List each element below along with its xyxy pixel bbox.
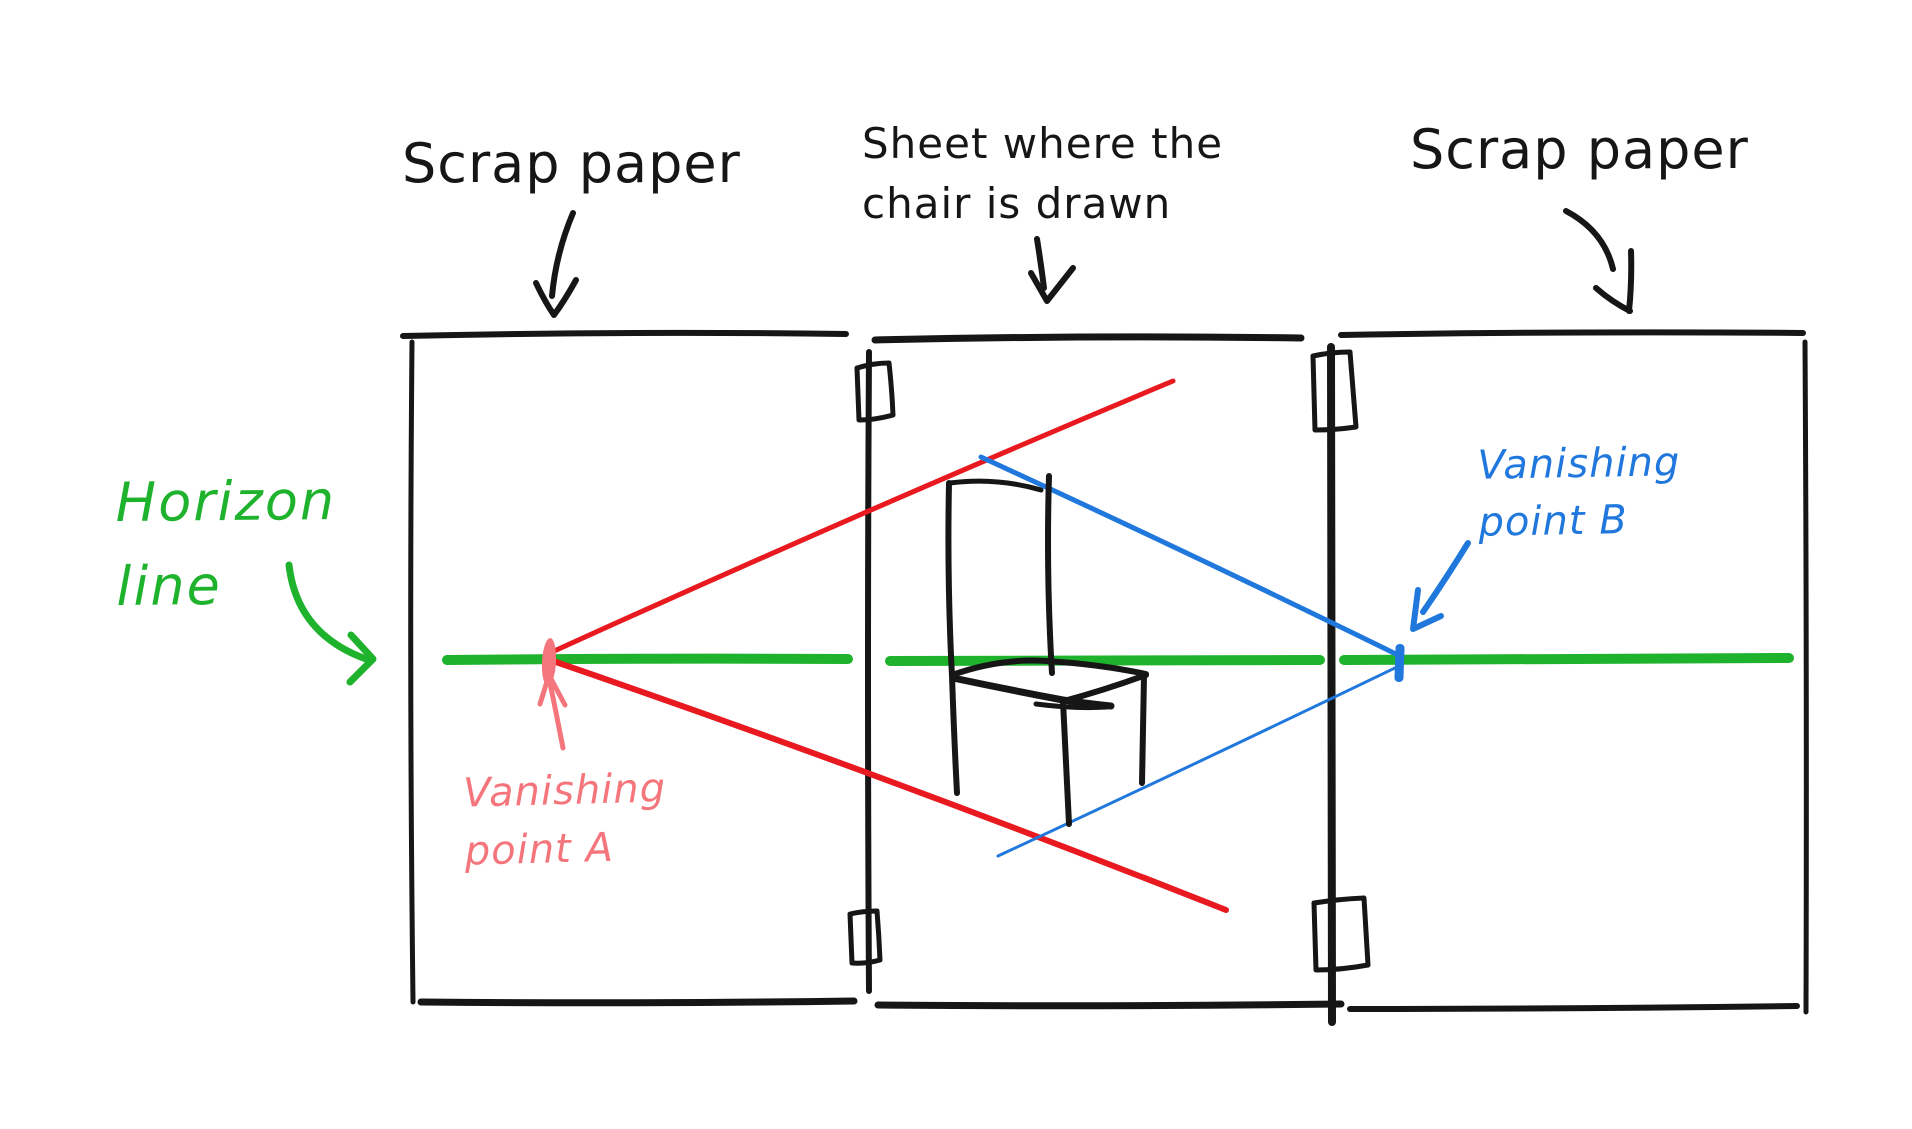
blue-perspective-rays [978,454,1401,858]
arrow-scrap-paper-right-shaft [1563,208,1616,272]
chair-sketch [945,473,1149,827]
chair-front-leg [1060,698,1072,827]
label-vanishing-a-line2: point A [464,824,615,875]
chair-top-rail [947,478,1044,493]
horizon-segment-middle [885,655,1325,666]
red-perspective-rays [549,378,1229,913]
arrow-horizon-label-shaft [285,561,370,663]
blue-ray-upper [978,454,1401,658]
label-scrap-paper-left: Scrap paper [402,132,741,195]
arrow-scrap-paper-right-head [1593,248,1635,314]
paper-right-outline [1338,329,1809,1015]
chair-right-leg [1139,673,1147,786]
paper-seam-left [865,349,872,994]
horizon-segment-right [1339,653,1794,665]
arrow-vanishing-a-shaft [546,675,566,751]
vanishing-point-a-tick [541,638,557,686]
label-vanishing-b-line2: point B [1478,497,1629,546]
vanishing-point-b-tick [1394,643,1405,682]
paper-left-left-edge [408,339,416,1005]
arrow-scrap-paper-right [1563,208,1635,314]
arrow-sheet-label-head [1028,265,1076,304]
label-horizon-line: Horizon line [115,459,337,629]
paper-left-outline [400,329,858,1007]
label-scrap-paper-left-text: Scrap paper [402,132,741,195]
chair-back-right-post [1045,473,1055,676]
arrow-sheet-label [1028,236,1076,304]
label-vanishing-point-a: Vanishing point A [463,759,669,880]
label-horizon-line1: Horizon [115,469,337,534]
paper-seam-right [1326,343,1336,1026]
blue-ray-lower [996,664,1401,858]
label-vanishing-b-line1: Vanishing [1477,439,1681,489]
tape-top-left-seam [854,360,896,423]
tape-bottom-right-seam [1311,895,1371,973]
arrow-sheet-label-shaft [1034,236,1047,291]
red-ray-upper [549,378,1176,655]
label-vanishing-a-line1: Vanishing [462,765,667,817]
label-sheet-line2: chair is drawn [862,179,1172,228]
paper-middle-outline [871,333,1345,1010]
paper-middle-top-edge [871,333,1305,344]
chair-seat-front-left-edge [949,674,1115,710]
label-horizon-line2: line [116,554,223,618]
label-sheet-where-chair: Sheet where the chair is drawn [862,114,1223,234]
paper-right-right-edge [1802,339,1809,1015]
arrow-vanishing-b-shaft [1420,540,1471,615]
label-vanishing-point-b: Vanishing point B [1477,434,1682,552]
chair-seat-front-right-edge [1061,672,1149,704]
paper-right-top-edge [1338,329,1806,338]
red-ray-lower [550,658,1229,913]
label-scrap-paper-right-text: Scrap paper [1410,118,1749,181]
horizon-segment-left [442,653,853,665]
arrow-vanishing-a-head [537,672,568,708]
paper-right-bottom-edge [1347,1003,1800,1012]
chair-back-left-post [945,480,960,796]
arrow-scrap-paper-left-shaft [549,210,576,299]
paper-left-bottom-edge [417,997,858,1007]
label-sheet-line1: Sheet where the [862,119,1224,168]
arrow-horizon-label-head [346,631,377,686]
arrow-vanishing-b-label [1410,540,1471,632]
tape-bottom-left-seam [847,908,883,966]
arrow-scrap-paper-left-head [533,277,579,318]
paper-left-top-edge [400,329,849,339]
arrow-vanishing-b-head [1410,587,1444,632]
arrow-scrap-paper-left [533,210,579,318]
horizon-line [442,653,1794,666]
arrow-horizon-label [285,561,377,686]
tape-top-right-seam [1310,349,1359,433]
paper-middle-bottom-edge [874,1000,1345,1010]
label-scrap-paper-right: Scrap paper [1410,118,1749,181]
chair-seat-extra-stroke [1033,701,1110,711]
arrow-vanishing-a-label [537,672,568,751]
chair-seat-back-edges [949,657,1149,678]
